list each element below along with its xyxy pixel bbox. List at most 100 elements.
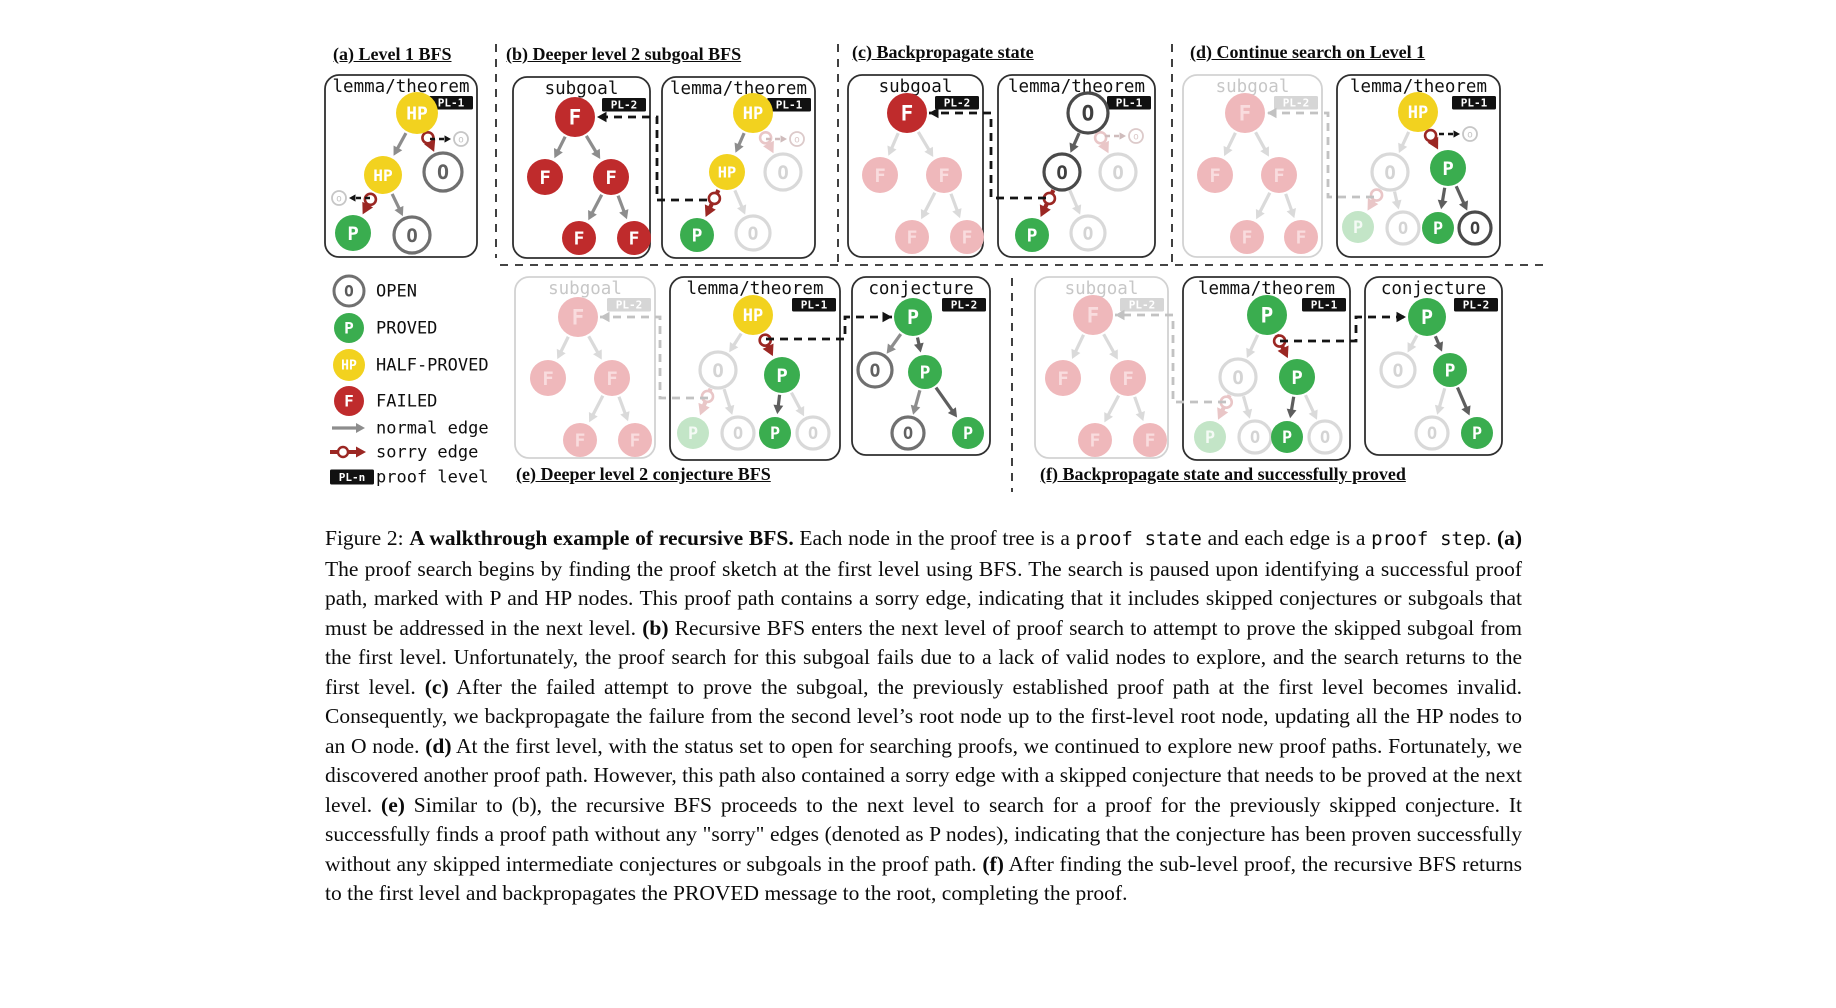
proof-node-label: F bbox=[1209, 165, 1220, 187]
normal-edge bbox=[790, 391, 803, 411]
box-border bbox=[512, 76, 651, 259]
level-connector-black bbox=[929, 107, 1046, 200]
proof-level-badge-label: PL-2 bbox=[944, 97, 971, 110]
proof-node-P: P bbox=[1015, 218, 1049, 252]
proof-level-badge bbox=[942, 298, 986, 312]
caption-segment-normal: After the failed attempt to prove the su… bbox=[325, 674, 1523, 758]
proof-node-F-faded: F bbox=[594, 360, 630, 396]
caption-segment-mono: proof state bbox=[1075, 528, 1202, 550]
legend-label: HALF-PROVED bbox=[376, 356, 489, 376]
caption-segment-bold: A walkthrough example of recursive BFS. bbox=[409, 526, 794, 550]
caption-segment-bold: (e) bbox=[381, 792, 405, 817]
arrowhead bbox=[1308, 409, 1318, 420]
box-title: subgoal bbox=[548, 279, 622, 299]
ghost-open-node bbox=[1462, 126, 1478, 142]
proof-node-F: F bbox=[617, 221, 651, 255]
arrowhead bbox=[593, 349, 602, 360]
proof-node-F-faded: F bbox=[926, 157, 962, 193]
arrowhead bbox=[1437, 199, 1448, 210]
sorry-edge-circle bbox=[1369, 188, 1384, 202]
caption-segment-normal: The proof search begins by finding the p… bbox=[325, 556, 1522, 640]
proof-node-F: F bbox=[555, 97, 595, 137]
normal-edge bbox=[889, 333, 903, 349]
proof-node-label: P bbox=[963, 423, 973, 443]
proof-node-F-faded: F bbox=[1284, 220, 1318, 254]
arrowhead bbox=[362, 201, 374, 215]
arrowhead bbox=[1398, 142, 1408, 153]
proof-node-F-faded: F bbox=[895, 220, 929, 254]
proof-node-HP: HP bbox=[733, 295, 773, 335]
arrowhead bbox=[1109, 349, 1118, 360]
proof-node-label: F bbox=[938, 165, 949, 187]
proof-node-P: P bbox=[1461, 417, 1493, 449]
caption-segment-bold: (f) bbox=[982, 851, 1004, 876]
proof-node-label: P bbox=[1261, 304, 1274, 328]
proof-node-F-faded: F bbox=[1261, 157, 1297, 193]
connector-dashes bbox=[1267, 111, 1374, 199]
proof-node-label: P bbox=[1282, 427, 1292, 447]
proof-node-label: O bbox=[733, 423, 743, 443]
arrowhead bbox=[1069, 142, 1079, 153]
normal-edge bbox=[949, 193, 960, 213]
proof-node-label: P bbox=[1421, 305, 1433, 329]
arrowhead bbox=[553, 147, 563, 159]
proof-node-label: F bbox=[630, 430, 641, 451]
arrowhead bbox=[597, 111, 607, 123]
proof-node-label: F bbox=[1239, 102, 1252, 126]
level-connector-faded bbox=[600, 311, 708, 400]
proof-node-label: P bbox=[907, 305, 919, 329]
normal-edge bbox=[1284, 193, 1294, 213]
normal-edge bbox=[1254, 131, 1267, 152]
proof-node-label: F bbox=[1296, 227, 1307, 248]
arrowhead bbox=[588, 411, 598, 423]
arrowhead bbox=[1119, 132, 1126, 140]
arrowhead bbox=[1255, 208, 1265, 220]
proof-node-O-faded: O bbox=[1098, 152, 1138, 192]
proof-level-badge-label: PL-2 bbox=[611, 99, 638, 112]
normal-edge bbox=[558, 336, 570, 354]
arrowhead bbox=[1434, 404, 1445, 415]
connector-dashes bbox=[1115, 313, 1226, 404]
proof-node-label: F bbox=[569, 106, 582, 130]
proof-node-F-faded: F bbox=[1045, 360, 1081, 396]
figure-caption: Figure 2: A walkthrough example of recur… bbox=[325, 524, 1522, 909]
proof-node-O-faded: O bbox=[1370, 152, 1410, 192]
normal-edge bbox=[1073, 334, 1085, 354]
box-title: conjecture bbox=[1381, 279, 1486, 299]
arrowhead bbox=[356, 423, 365, 433]
proof-level-badge bbox=[1107, 96, 1151, 110]
proof-node-label: O bbox=[406, 225, 417, 247]
legend-item-sorry-edge: sorry edge bbox=[330, 443, 478, 463]
arrowhead bbox=[1260, 146, 1269, 157]
proof-node-label: F bbox=[605, 167, 616, 189]
arrowhead bbox=[734, 142, 744, 153]
caption-segment-normal: and each edge is a bbox=[1201, 526, 1372, 550]
normal-edge bbox=[1440, 187, 1447, 203]
caption-segment-bold: (d) bbox=[425, 733, 452, 758]
proof-node-label: HP bbox=[1408, 103, 1428, 123]
connector-dashes bbox=[600, 315, 708, 400]
proof-node-P: P bbox=[335, 215, 371, 251]
proof-level-badge bbox=[607, 298, 651, 312]
proof-level-badge-label: PL-1 bbox=[776, 99, 803, 112]
proof-node-HP: HP bbox=[364, 156, 402, 194]
proof-node-label: F bbox=[574, 228, 585, 249]
proof-node-P: P bbox=[764, 357, 800, 393]
normal-edge bbox=[1409, 334, 1419, 348]
proof-node-O: O bbox=[856, 351, 894, 389]
panel-caption-b: (b) Deeper level 2 subgoal BFS bbox=[506, 44, 742, 64]
box-border bbox=[669, 276, 841, 461]
box-title: subgoal bbox=[1216, 77, 1290, 97]
proof-node-P: P bbox=[1430, 150, 1466, 186]
legend-label: PROVED bbox=[376, 319, 437, 339]
proof-node-F-faded: F bbox=[950, 220, 984, 254]
panel-caption-c: (c) Backpropagate state bbox=[852, 42, 1034, 62]
normal-edge bbox=[916, 131, 932, 152]
arrowhead bbox=[1407, 342, 1417, 353]
